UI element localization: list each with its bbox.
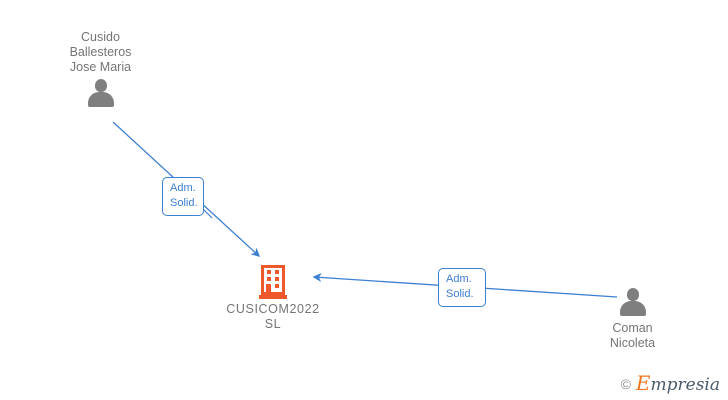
empresia-watermark: © Empresia <box>620 371 721 395</box>
building-base-shape <box>259 295 287 299</box>
person-body-shape <box>87 92 114 107</box>
building-window <box>267 270 271 274</box>
edge-label-left[interactable]: Adm. Solid. <box>162 177 204 216</box>
person-head-shape <box>626 288 639 301</box>
empresia-logo: Empresia <box>635 371 721 395</box>
node-company-cusicom2022-sl[interactable]: CUSICOM2022 SL <box>213 265 333 332</box>
person-right-label: Coman Nicoleta <box>609 321 656 350</box>
building-window <box>275 284 279 288</box>
building-door <box>266 284 271 292</box>
empresia-logo-initial: E <box>635 371 651 395</box>
person-icon <box>86 79 116 107</box>
person-left-label: Cusido Ballesteros Jose Maria <box>69 30 132 74</box>
copyright-icon: © <box>620 376 631 392</box>
person-body-shape <box>619 301 646 316</box>
edge-label-right[interactable]: Adm. Solid. <box>438 268 486 307</box>
company-label: CUSICOM2022 SL <box>226 302 320 331</box>
node-person-cusido-ballesteros-jose-maria[interactable]: Cusido Ballesteros Jose Maria <box>48 30 153 107</box>
edge-label-left-tail <box>202 208 213 219</box>
building-window <box>275 277 279 281</box>
building-tower-shape <box>261 265 285 295</box>
building-icon <box>259 265 287 299</box>
empresia-logo-rest: mpresia <box>650 375 721 395</box>
node-person-coman-nicoleta[interactable]: Coman Nicoleta <box>580 284 685 351</box>
building-window <box>275 270 279 274</box>
person-icon <box>618 288 648 316</box>
person-head-shape <box>94 79 107 92</box>
building-window <box>267 277 271 281</box>
